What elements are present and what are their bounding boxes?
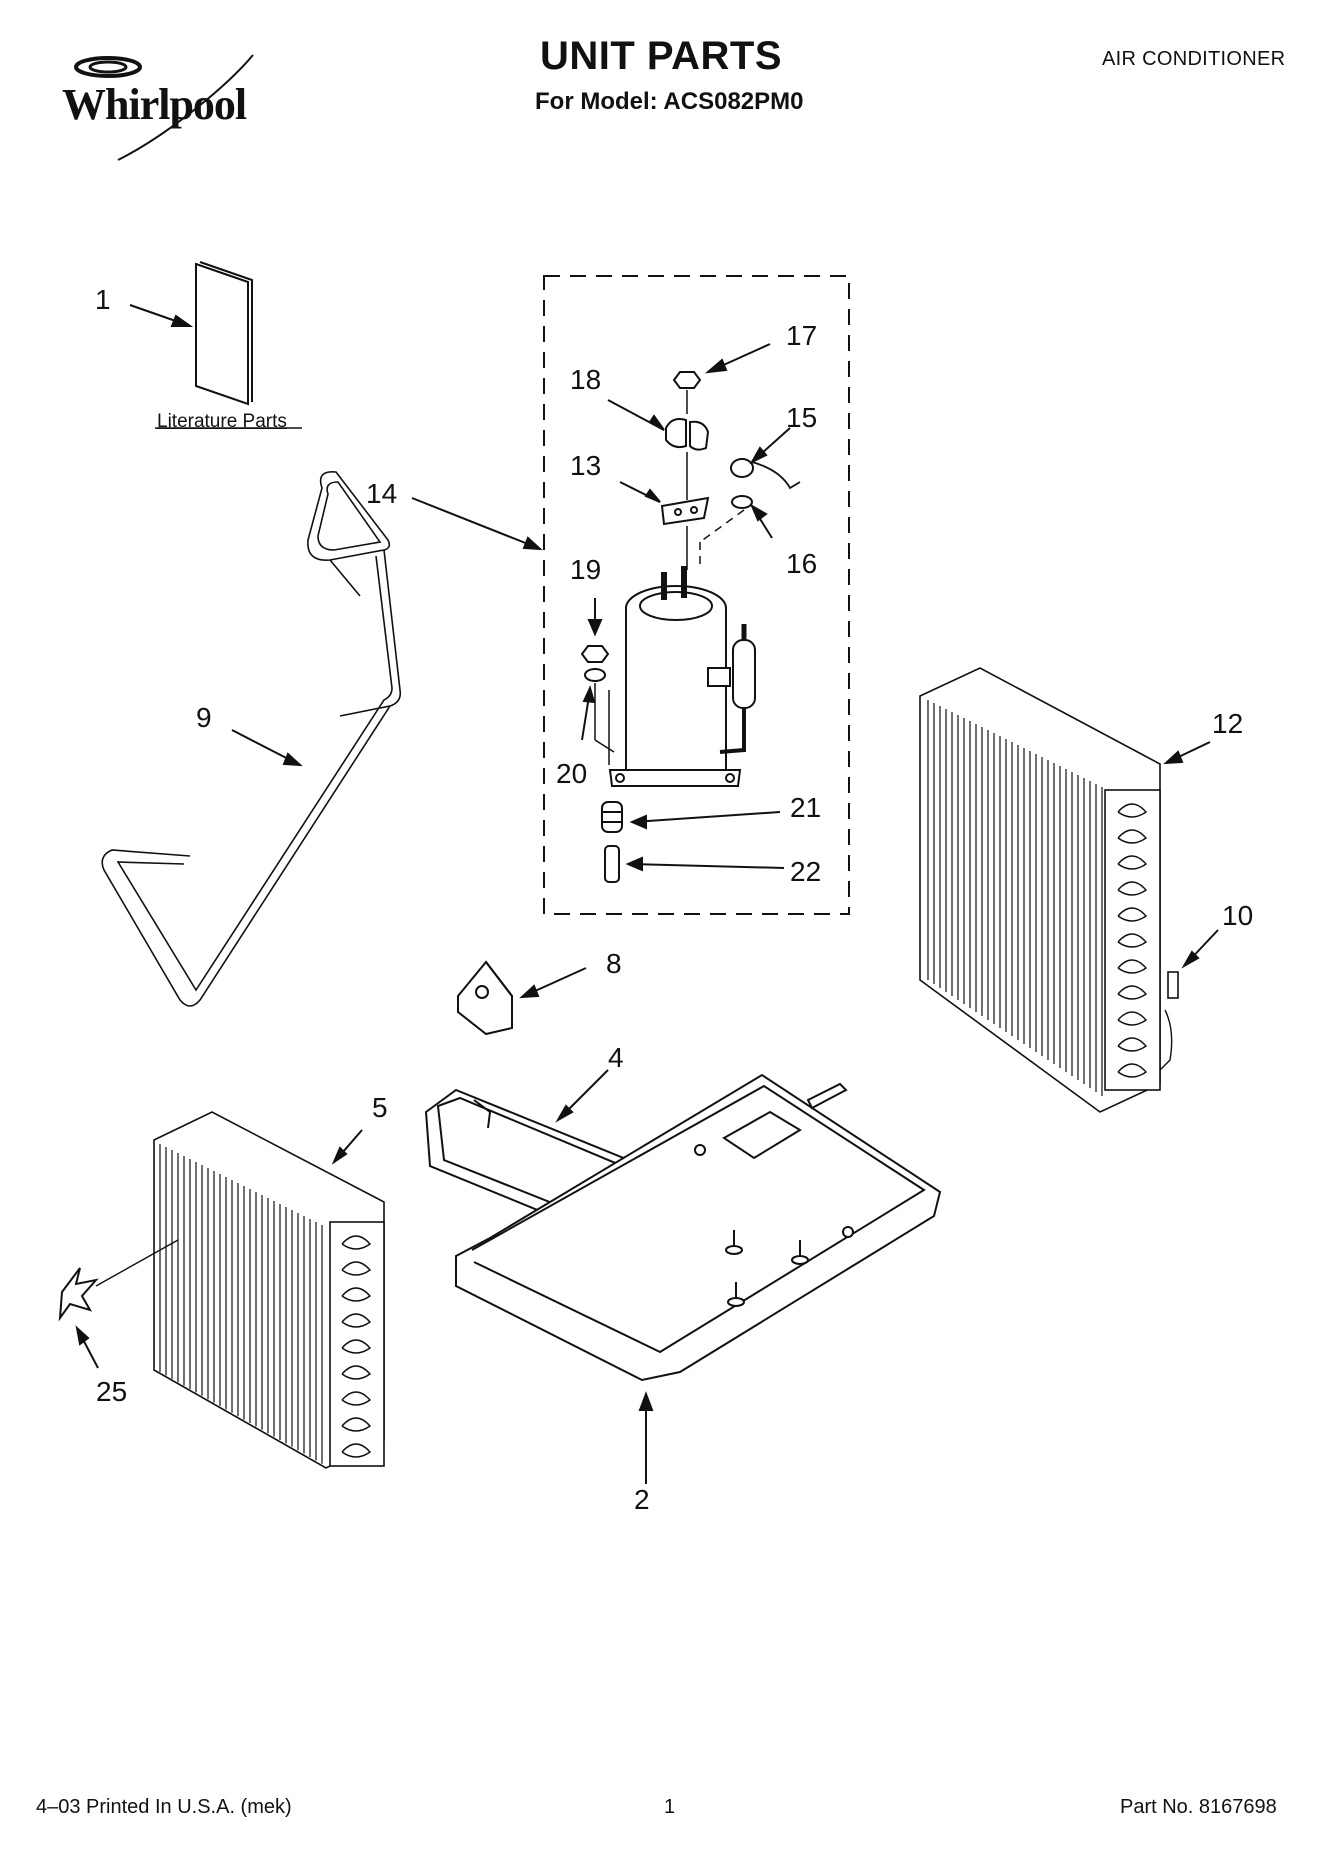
callout-16: 16 <box>786 548 818 579</box>
callout-18: 18 <box>570 364 602 395</box>
model-subtitle: For Model: ACS082PM0 <box>535 88 804 115</box>
logo-swirl-icon <box>74 54 254 161</box>
callout-22: 22 <box>790 856 822 887</box>
callout-12: 12 <box>1212 708 1244 739</box>
compressor-icon <box>608 566 756 787</box>
callout-19: 19 <box>570 554 602 585</box>
evaporator-coil-icon <box>153 1111 385 1469</box>
callout-15: 15 <box>786 402 818 433</box>
print-info: 4–03 Printed In U.S.A. (mek) <box>36 1796 292 1818</box>
page-title: UNIT PARTS <box>540 34 783 78</box>
callout-14: 14 <box>366 478 398 509</box>
wire-bracket-icon <box>101 471 402 1007</box>
literature-booklet-icon <box>155 261 302 429</box>
logo-wordmark: Whirlpool <box>62 80 247 129</box>
callout-17: 17 <box>786 320 818 351</box>
literature-parts-label: Literature Parts <box>157 411 287 432</box>
part-number: Part No. 8167698 <box>1120 1796 1277 1818</box>
callout-1: 1 <box>95 284 111 315</box>
callout-2: 2 <box>634 1484 650 1515</box>
mounting-block-icon <box>457 960 513 1036</box>
callout-13: 13 <box>570 450 602 481</box>
callout-9: 9 <box>196 702 212 733</box>
callout-8: 8 <box>606 948 622 979</box>
callout-4: 4 <box>608 1042 624 1073</box>
condenser-coil-icon <box>919 667 1179 1113</box>
callout-5: 5 <box>372 1092 388 1123</box>
brand-logo: Whirlpool <box>48 45 288 165</box>
base-pan-icon <box>455 1073 942 1382</box>
category-label: AIR CONDITIONER <box>1102 48 1286 70</box>
clip-icon <box>58 1267 99 1322</box>
callout-21: 21 <box>790 792 822 823</box>
page-number: 1 <box>664 1796 676 1818</box>
callout-10: 10 <box>1222 900 1254 931</box>
callout-20: 20 <box>556 758 588 789</box>
callout-25: 25 <box>96 1376 128 1407</box>
